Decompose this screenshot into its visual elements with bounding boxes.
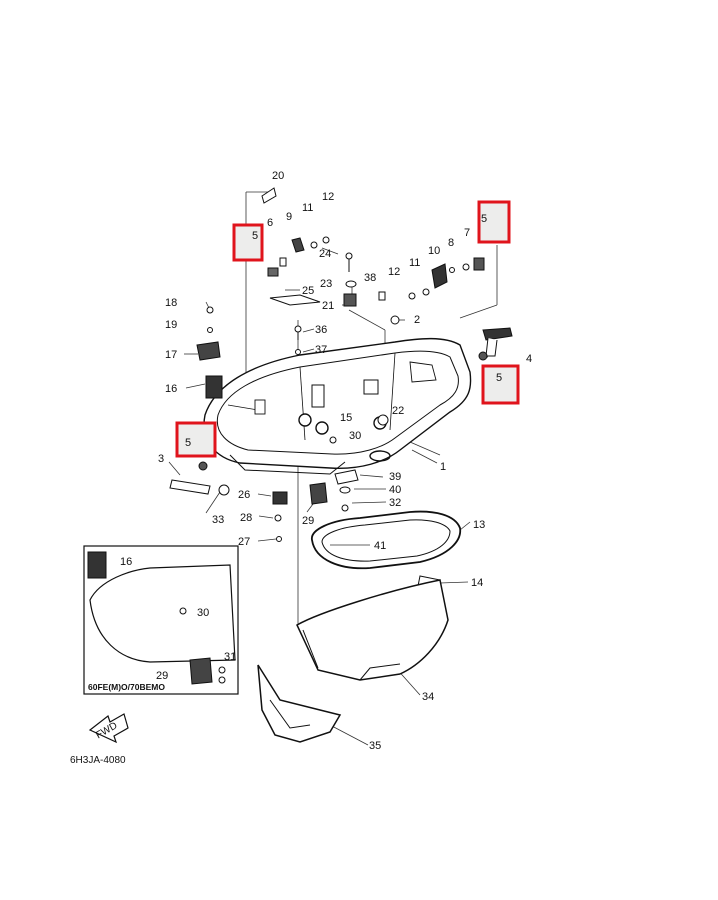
callout-6: 6: [267, 217, 273, 229]
bottom-cowling: [203, 337, 472, 475]
callout-26: 26: [238, 489, 250, 501]
callout-23: 23: [320, 278, 332, 290]
callout-31: 31: [224, 651, 236, 663]
callout-17: 17: [165, 349, 177, 361]
inset-box: [83, 545, 239, 695]
callout-38: 38: [364, 272, 376, 284]
callout-32: 32: [389, 497, 401, 509]
side-cover-34: [296, 579, 449, 681]
callout-30: 30: [349, 430, 361, 442]
highlight-label-4: 5: [185, 437, 191, 449]
highlight-label-2: 5: [481, 213, 487, 225]
callout-2: 2: [414, 314, 420, 326]
callout-10: 10: [428, 245, 440, 257]
callout-30-inset: 30: [197, 607, 209, 619]
gasket-seal: [311, 510, 461, 570]
fwd-arrow-icon: FWD: [88, 713, 129, 744]
callout-22: 22: [392, 405, 404, 417]
callout-18: 18: [165, 297, 177, 309]
callout-12b: 12: [388, 266, 400, 278]
callout-34: 34: [422, 691, 434, 703]
callout-37: 37: [315, 344, 327, 356]
callout-3: 3: [158, 453, 164, 465]
inset-label: 60FE(M)O/70BEMO: [88, 682, 165, 692]
callout-numbers: 1 2 3 4 6 7 8 9 10 11 11 12 12 13 14 15 …: [120, 170, 532, 752]
highlight-box-2: [477, 200, 511, 244]
callout-29-inset: 29: [156, 670, 168, 682]
callout-9: 9: [286, 211, 292, 223]
callout-35: 35: [369, 740, 381, 752]
callout-19: 19: [165, 319, 177, 331]
callout-29: 29: [302, 515, 314, 527]
highlight-label-3: 5: [496, 372, 502, 384]
callout-40: 40: [389, 484, 401, 496]
callout-13: 13: [473, 519, 485, 531]
highlight-label-1: 5: [252, 230, 258, 242]
callout-39: 39: [389, 471, 401, 483]
callout-4: 4: [526, 353, 532, 365]
callout-20: 20: [272, 170, 284, 182]
callout-12a: 12: [322, 191, 334, 203]
highlight-box-4: [175, 421, 217, 458]
highlight-boxes: [175, 200, 520, 458]
highlight-box-3: [481, 364, 520, 405]
callout-27: 27: [238, 536, 250, 548]
side-cover-35: [257, 664, 342, 743]
callout-24: 24: [319, 248, 331, 260]
callout-11a: 11: [302, 202, 313, 214]
callout-36: 36: [315, 324, 327, 336]
callout-7: 7: [464, 227, 470, 239]
callout-8: 8: [448, 237, 454, 249]
hardware-parts: [169, 187, 513, 542]
callout-14: 14: [471, 577, 483, 589]
callout-41: 41: [374, 540, 386, 552]
drawing-code: 6H3JA-4080: [70, 755, 126, 766]
callout-33: 33: [212, 514, 224, 526]
highlight-box-1: [232, 223, 264, 262]
callout-15: 15: [340, 412, 352, 424]
callout-16-inset: 16: [120, 556, 132, 568]
callout-25: 25: [302, 285, 314, 297]
callout-21: 21: [322, 300, 334, 312]
callout-28: 28: [240, 512, 252, 524]
callout-11b: 11: [409, 257, 420, 269]
callout-16: 16: [165, 383, 177, 395]
callout-1: 1: [440, 461, 446, 473]
